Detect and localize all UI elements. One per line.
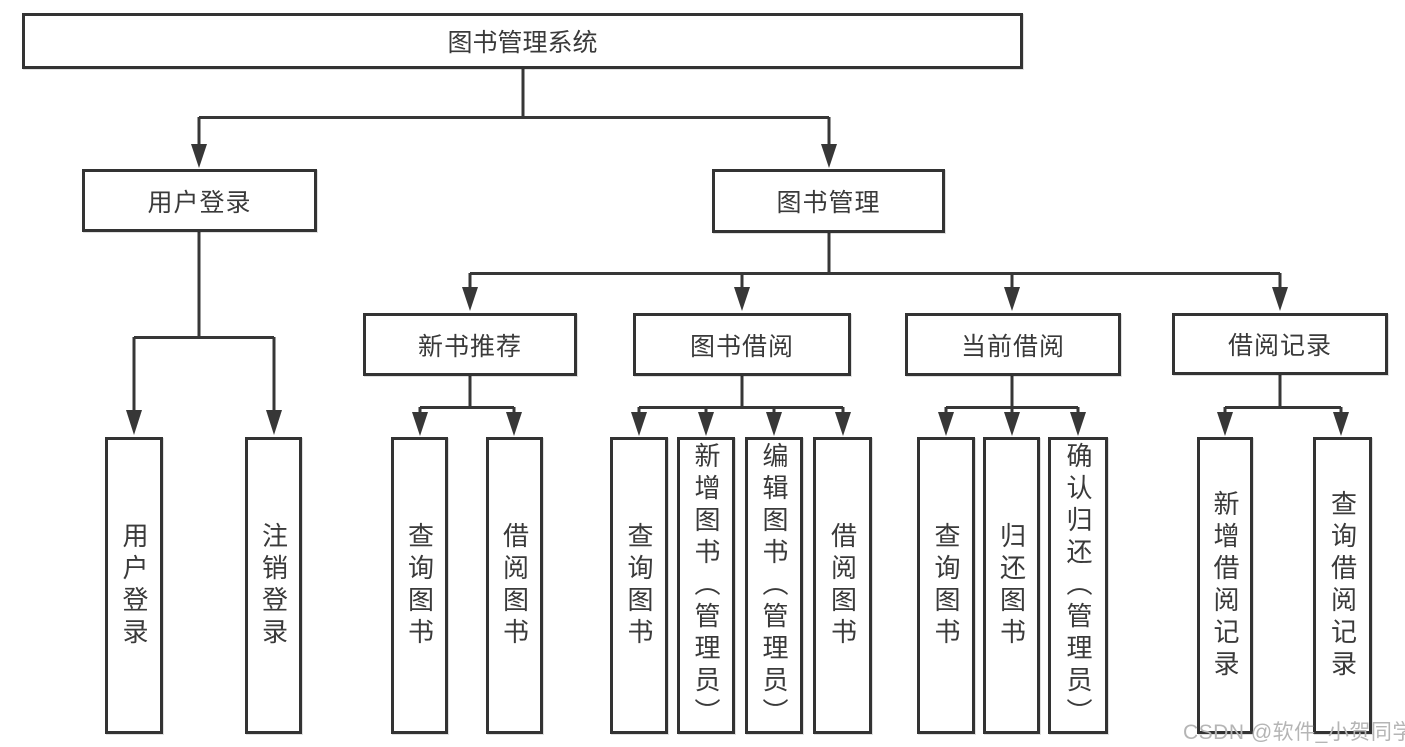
csdn-watermark: CSDN @软件_小贺同学 (1183, 721, 1405, 744)
leaf-records-query-record-label: 查询借阅记录 (1327, 489, 1358, 682)
leaf-current-return-books-label: 归还图书 (996, 521, 1027, 650)
leaf-borrow-query-books-label: 查询图书 (624, 521, 654, 650)
node-root-label: 图书管理系统 (447, 29, 598, 57)
leaf-recommend-borrow-books: 借阅图书 (486, 437, 543, 734)
leaf-user-login-label: 用户登录 (119, 521, 149, 650)
node-user-login-label: 用户登录 (147, 188, 252, 217)
node-new-book-recommend-label: 新书推荐 (417, 332, 522, 361)
leaf-borrow-borrow-books-label: 借阅图书 (827, 521, 858, 650)
node-current-borrow: 当前借阅 (905, 313, 1121, 376)
node-book-management: 图书管理 (712, 169, 945, 233)
leaf-records-add-record: 新增借阅记录 (1197, 437, 1253, 734)
leaf-current-confirm-return-admin-label: 确认归还（管理员） (1063, 441, 1093, 730)
leaf-recommend-borrow-books-label: 借阅图书 (499, 521, 530, 650)
leaf-borrow-query-books: 查询图书 (610, 437, 668, 734)
leaf-current-query-books-label: 查询图书 (931, 521, 961, 650)
leaf-logout-label: 注销登录 (258, 521, 289, 650)
node-borrow-records: 借阅记录 (1172, 313, 1388, 375)
node-current-borrow-label: 当前借阅 (960, 332, 1065, 361)
node-book-management-label: 图书管理 (776, 189, 881, 217)
leaf-borrow-edit-books-admin: 编辑图书（管理员） (745, 437, 803, 734)
leaf-current-return-books: 归还图书 (983, 437, 1040, 734)
leaf-user-login: 用户登录 (105, 437, 163, 734)
leaf-borrow-edit-books-admin-label: 编辑图书（管理员） (759, 441, 789, 730)
leaf-current-confirm-return-admin: 确认归还（管理员） (1048, 437, 1108, 734)
leaf-recommend-query-books-label: 查询图书 (404, 521, 435, 650)
leaf-borrow-borrow-books: 借阅图书 (813, 437, 872, 734)
leaf-records-query-record: 查询借阅记录 (1313, 437, 1372, 734)
leaf-logout: 注销登录 (245, 437, 302, 734)
leaf-recommend-query-books: 查询图书 (391, 437, 448, 734)
node-user-login: 用户登录 (82, 169, 317, 232)
node-root: 图书管理系统 (22, 13, 1023, 69)
leaf-current-query-books: 查询图书 (917, 437, 975, 734)
leaf-borrow-add-books-admin-label: 新增图书（管理员） (691, 441, 721, 730)
node-new-book-recommend: 新书推荐 (363, 313, 577, 376)
node-borrow-records-label: 借阅记录 (1227, 332, 1332, 360)
node-book-borrow-label: 图书借阅 (689, 332, 794, 361)
node-book-borrow: 图书借阅 (633, 313, 851, 376)
leaf-records-add-record-label: 新增借阅记录 (1210, 489, 1240, 682)
leaf-borrow-add-books-admin: 新增图书（管理员） (677, 437, 735, 734)
